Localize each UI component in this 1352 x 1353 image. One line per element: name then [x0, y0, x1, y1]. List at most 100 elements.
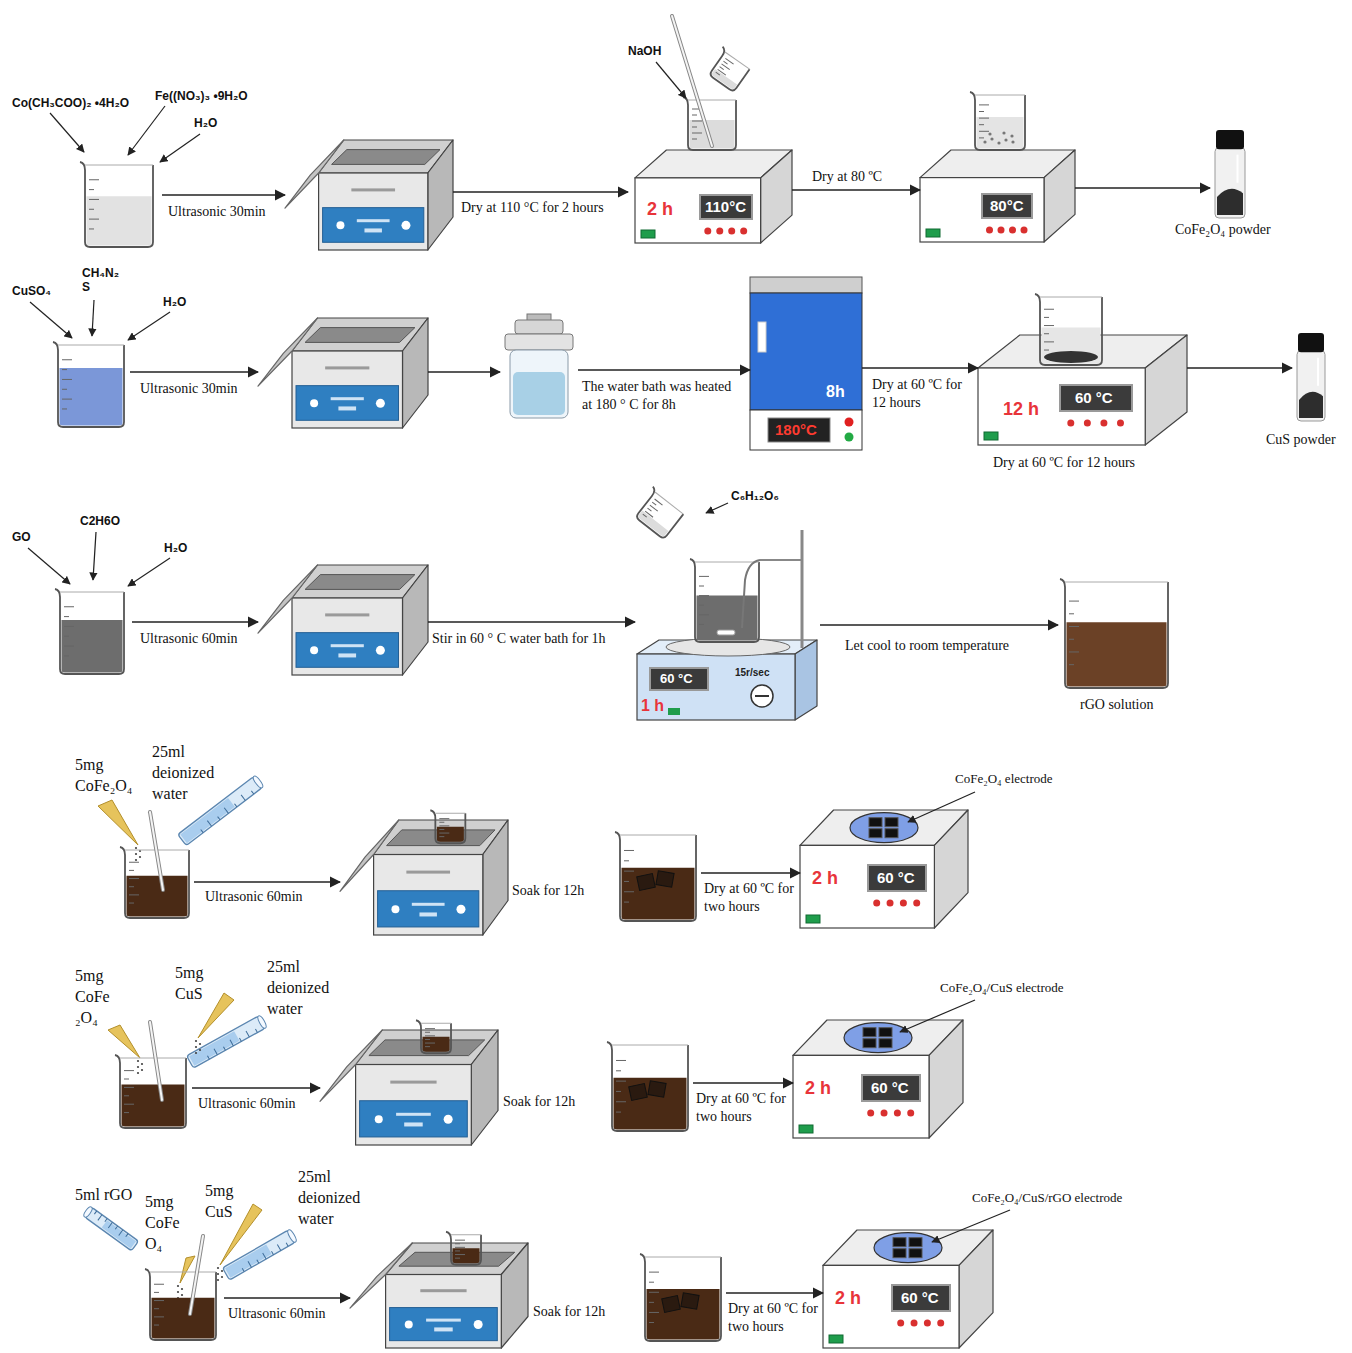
beaker-glass: [690, 559, 759, 642]
apparatus-node: CuSO₄CH₄N₂ SH₂O: [50, 340, 130, 432]
beaker-figure: [1035, 294, 1102, 365]
process-arrow: [792, 189, 920, 190]
beaker-tick: [616, 1112, 621, 1113]
beaker-tick: [439, 822, 444, 823]
ultrasonic-bath: [320, 1020, 498, 1145]
powder-dot: [195, 1052, 197, 1054]
bath-panel: [390, 1308, 498, 1341]
particle-dot: [983, 140, 986, 143]
vial-body: [1297, 351, 1325, 421]
node-text: 5ml rGO: [75, 1185, 132, 1206]
particle-dot: [1002, 131, 1005, 134]
sediment: [1044, 351, 1098, 363]
powder-dot: [199, 1043, 201, 1045]
beaker-tick: [979, 111, 984, 112]
beaker-rim: [120, 1058, 186, 1059]
beaker-tick: [720, 67, 724, 70]
spatula: [180, 1256, 195, 1283]
node-text: CH₄N₂ S: [82, 266, 124, 294]
bath-stripe: [420, 1289, 466, 1292]
particle-dot: [988, 132, 991, 135]
beaker-tick: [154, 1300, 164, 1301]
beaker-rim: [975, 95, 1025, 96]
node-text: 110°C: [705, 198, 746, 216]
bath-stripe: [325, 613, 369, 616]
glass-rod-core: [150, 1022, 162, 1100]
node-text: C₆H₁₂O₆: [731, 489, 779, 503]
node-text: H₂O: [163, 295, 186, 309]
box-front: [635, 178, 761, 243]
process-arrow: [453, 191, 628, 192]
indicator-dot: [911, 1320, 918, 1327]
arrow-label: Let cool to room temperature: [845, 637, 1009, 655]
cylinder-tick: [239, 1038, 241, 1041]
power-button: [829, 1335, 843, 1343]
beaker-glass: [416, 1020, 451, 1053]
speed-knob-mark: [755, 695, 769, 697]
node-text: H₂O: [194, 116, 217, 130]
bath-stripe: [419, 912, 436, 916]
hot-plate: [800, 810, 968, 928]
bath-stripe: [338, 406, 356, 410]
box-front: [356, 1065, 472, 1146]
bath-stripe: [331, 397, 364, 400]
process-arrow: [820, 624, 1058, 625]
beaker-tick: [129, 870, 134, 871]
apparatus-node: [640, 1252, 726, 1346]
box-side: [934, 810, 968, 928]
indicator-dot: [986, 227, 993, 234]
beaker-tick: [129, 862, 139, 863]
beaker-tick: [1044, 350, 1049, 351]
node-text: CoFe₂O₄ powder: [1175, 222, 1271, 238]
cylinder-liquid: [102, 1220, 136, 1248]
box-front: [793, 1055, 929, 1138]
bath-knob: [310, 399, 318, 407]
apparatus-node: CoFe₂O₄/CuS electrode2 h60 °C: [793, 1020, 963, 1138]
powder-dot: [217, 1279, 219, 1281]
beaker-tick: [1069, 626, 1079, 627]
bath-tank: [332, 150, 440, 165]
arrow-label: Ultrasonic 60min: [228, 1305, 326, 1323]
beaker-figure: [145, 1269, 216, 1340]
cylinder-tick: [119, 1230, 123, 1236]
apparatus-node: CoFe₂O₄ powder: [1210, 128, 1250, 220]
vial-body: [1215, 148, 1245, 218]
node-text: 15r/sec: [735, 667, 769, 679]
beaker-rim: [451, 1234, 481, 1235]
powder-dot: [135, 853, 137, 855]
process-arrow: [132, 621, 258, 622]
indicator-dot: [716, 228, 723, 235]
beaker-tick: [455, 1240, 465, 1241]
apparatus-node: [258, 565, 428, 677]
beaker-glass: [115, 1055, 186, 1128]
electrode-piece: [662, 1295, 681, 1312]
beaker-tick: [439, 829, 444, 830]
powder-dot: [199, 1049, 201, 1051]
beaker-tick: [455, 1258, 460, 1259]
particle-dot: [1011, 140, 1014, 143]
beaker-figure: [640, 1254, 721, 1341]
beaker-tick: [1069, 601, 1079, 602]
oven-panel: [750, 410, 862, 450]
process-arrow: [726, 1292, 823, 1293]
beaker-glass: [446, 1232, 481, 1265]
indicator-dot: [998, 227, 1005, 234]
bath-panel: [296, 633, 399, 668]
bath-lid: [258, 318, 318, 386]
bath-stripe: [331, 644, 364, 647]
electrode-piece: [879, 1039, 892, 1048]
arrow-label: Dry at 60 ºC for two hours: [696, 1090, 786, 1126]
leader-arrow: [128, 312, 170, 340]
node-text: 2 h: [835, 1288, 861, 1310]
leader-arrow: [128, 558, 170, 586]
bath-knob: [401, 221, 410, 230]
beaker-tick: [62, 399, 72, 400]
glass-rod-core: [150, 812, 163, 890]
beaker-liquid: [647, 1289, 720, 1340]
apparatus-node: CoFe₂O₄ electrode2 h60 °C: [800, 810, 968, 928]
bath-stripe: [404, 1122, 423, 1126]
leader-arrow: [706, 503, 728, 513]
beaker-tick: [1044, 309, 1054, 310]
process-arrow: [693, 1082, 793, 1083]
